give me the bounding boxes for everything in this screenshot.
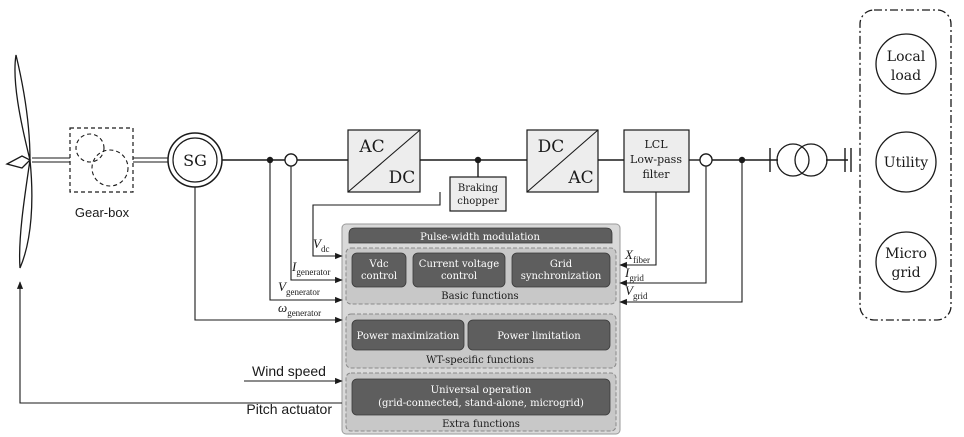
grid-sync-label-2: synchronization: [521, 271, 602, 282]
loads-container: [859, 9, 952, 321]
igen-signal-label: Igenerator: [291, 259, 330, 277]
generator: SG: [167, 132, 223, 188]
braking-label-1: Braking: [458, 183, 499, 194]
wind-speed-label: Wind speed: [252, 363, 326, 379]
pitch-actuator-label: Pitch actuator: [246, 401, 332, 417]
wind-turbine-rotor: [5, 54, 33, 269]
braking-chopper: Braking chopper: [449, 176, 507, 212]
signal-wires-left: [16, 160, 441, 404]
vgen-signal-label: Vgenerator: [278, 279, 320, 297]
local-load-label-1: Local: [887, 49, 926, 65]
inverter-bottom-label: AC: [567, 168, 593, 188]
rectifier-top-label: AC: [358, 137, 384, 157]
micro-grid: Micro grid: [875, 231, 937, 293]
pwm-label: Pulse-width modulation: [420, 232, 540, 243]
xfiber-signal-label: Xfiber: [624, 247, 650, 265]
extra-functions-label: Extra functions: [442, 419, 520, 430]
generator-label: SG: [183, 151, 207, 170]
local-load: Local load: [875, 33, 937, 95]
signal-wires-right: [619, 160, 743, 306]
vdc-signal-label: Vdc: [313, 236, 329, 254]
filter-label-3: filter: [642, 168, 670, 181]
wt-specific-label: WT-specific functions: [426, 355, 534, 366]
basic-functions-label: Basic functions: [441, 291, 518, 302]
utility: Utility: [875, 131, 937, 193]
control-system: Pulse-width modulation Vdc control Curre…: [341, 223, 621, 435]
local-load-label-2: load: [891, 68, 921, 84]
power-limitation-label: Power limitation: [497, 331, 581, 342]
current-voltage-label-2: control: [441, 271, 477, 282]
vdc-control-label-2: control: [361, 271, 397, 282]
drive-shaft: [32, 157, 168, 163]
vdc-control-label-1: Vdc: [368, 259, 389, 270]
universal-operation-label-2: (grid-connected, stand-alone, microgrid): [378, 398, 584, 409]
universal-operation-label-1: Universal operation: [431, 385, 532, 396]
micro-grid-label-1: Micro: [885, 246, 927, 262]
current-sensor: [284, 153, 298, 167]
gearbox-label: Gear-box: [75, 205, 130, 220]
utility-label: Utility: [884, 155, 928, 171]
rectifier-ac-dc: AC DC: [347, 129, 421, 193]
filter-label-1: LCL: [644, 138, 668, 151]
grid-sync-label-1: Grid: [550, 259, 573, 270]
transformer: [769, 143, 852, 177]
micro-grid-label-2: grid: [891, 265, 920, 281]
braking-label-2: chopper: [457, 196, 499, 207]
filter-label-2: Low-pass: [630, 153, 682, 166]
power-maximization-label: Power maximization: [357, 331, 460, 342]
gearbox: [69, 127, 134, 193]
lcl-filter: LCL Low-pass filter: [623, 129, 690, 193]
igrid-signal-label: Igrid: [624, 265, 644, 283]
omega-gen-signal-label: ωgenerator: [278, 300, 321, 318]
rectifier-bottom-label: DC: [389, 168, 416, 188]
inverter-dc-ac: DC AC: [526, 129, 599, 193]
vgrid-signal-label: Vgrid: [625, 283, 648, 301]
current-voltage-label-1: Current voltage: [419, 259, 499, 270]
current-sensor: [699, 153, 713, 167]
inverter-top-label: DC: [538, 137, 565, 157]
